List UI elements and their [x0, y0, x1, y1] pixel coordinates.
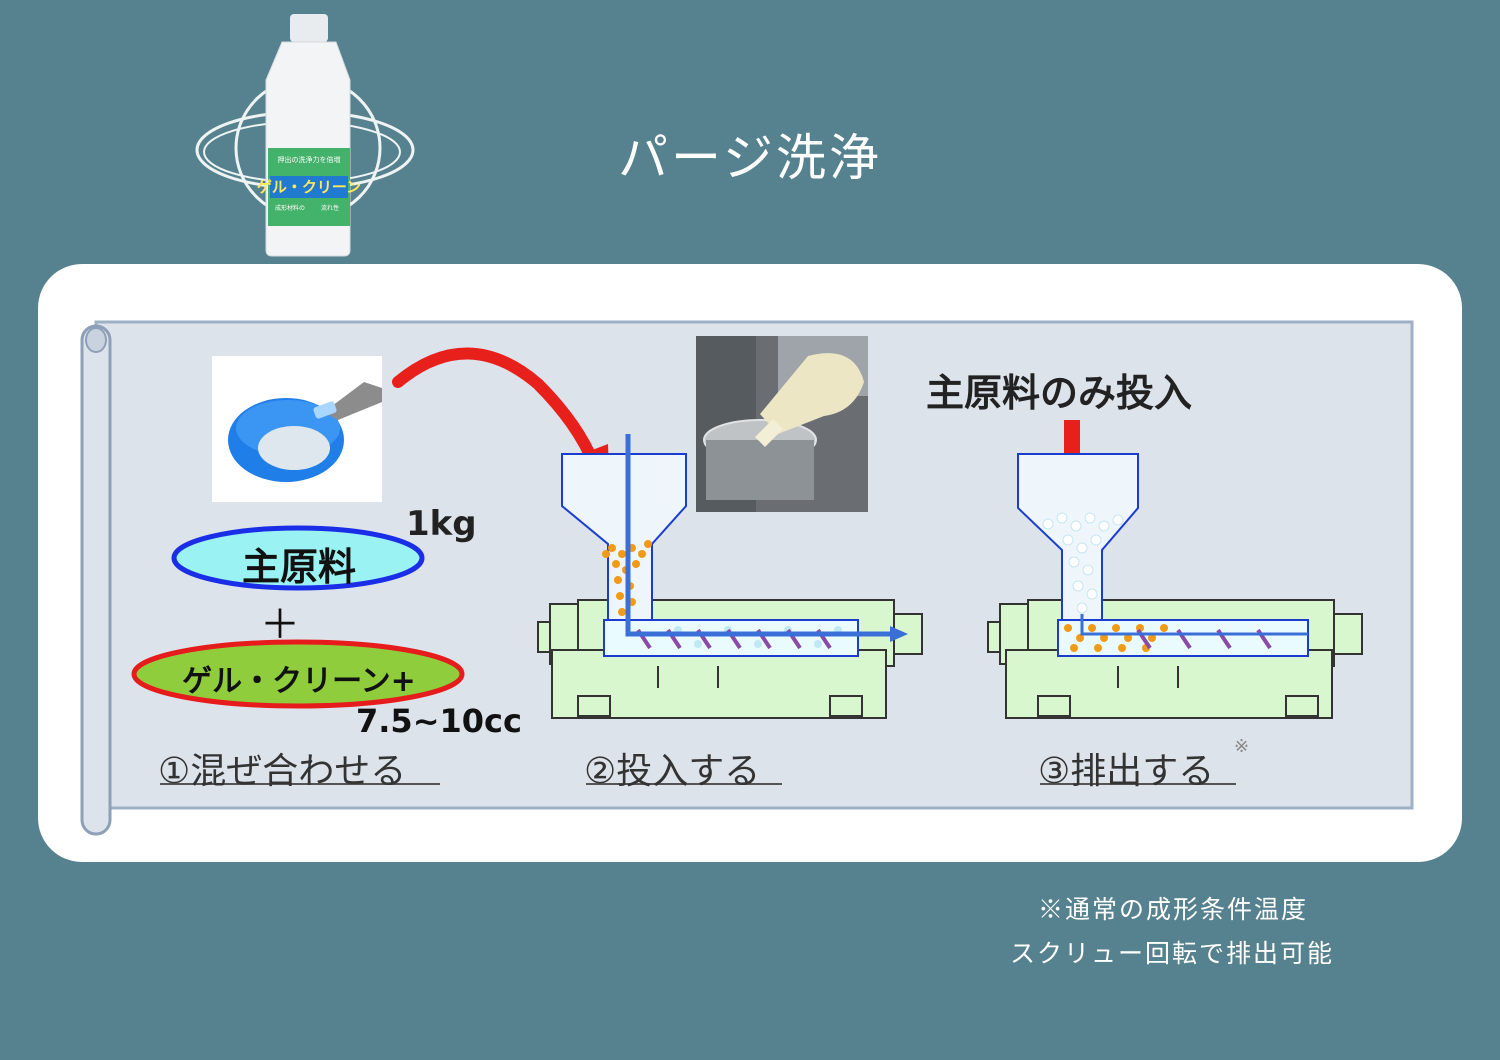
hopper-photo [696, 336, 868, 512]
gel-clean-bottle-image: ゲル・クリーン 押出の洗浄力を倍増 成形材料の 流れ性 [195, 14, 415, 257]
extruder-step3 [987, 453, 1363, 719]
main-material-oval [171, 525, 425, 591]
step1-caption: ①混ぜ合わせる [158, 751, 407, 792]
plus-sign: ＋ [260, 602, 300, 648]
scroll-panel [80, 320, 1414, 836]
bottle-label-name: ゲル・クリーン [257, 178, 361, 196]
extruder-step2 [537, 434, 923, 719]
page-title: パージ洗浄 [618, 129, 882, 187]
additive-label: ゲル・クリーン+ [182, 664, 416, 699]
additive-oval [131, 639, 465, 709]
flow-arrow-icon [890, 626, 908, 642]
step3-caption-mark: ※ [1234, 736, 1250, 757]
bottle-label-line: 成形材料の [275, 204, 305, 212]
main-amount-label: 1kg [406, 504, 477, 544]
additive-amount-label: 7.5~10cc [356, 702, 522, 740]
main-material-label: 主原料 [241, 545, 356, 589]
step2-caption: ②投入する [584, 751, 761, 792]
process-card: 1kg 主原料 ＋ ゲル・クリーン+ 7.5~10cc 主原料のみ投入 ①混ぜ合… [38, 264, 1462, 862]
footnote-line1: ※通常の成形条件温度 [1038, 895, 1309, 924]
input-label: 主原料のみ投入 [926, 371, 1193, 415]
bucket-photo [212, 356, 382, 502]
footnote-line2: スクリュー回転で排出可能 [1010, 939, 1335, 968]
step3-caption: ③排出する [1038, 751, 1215, 792]
bottle-label-line: 押出の洗浄力を倍増 [278, 155, 341, 164]
bottle-label-line: 流れ性 [321, 204, 339, 212]
